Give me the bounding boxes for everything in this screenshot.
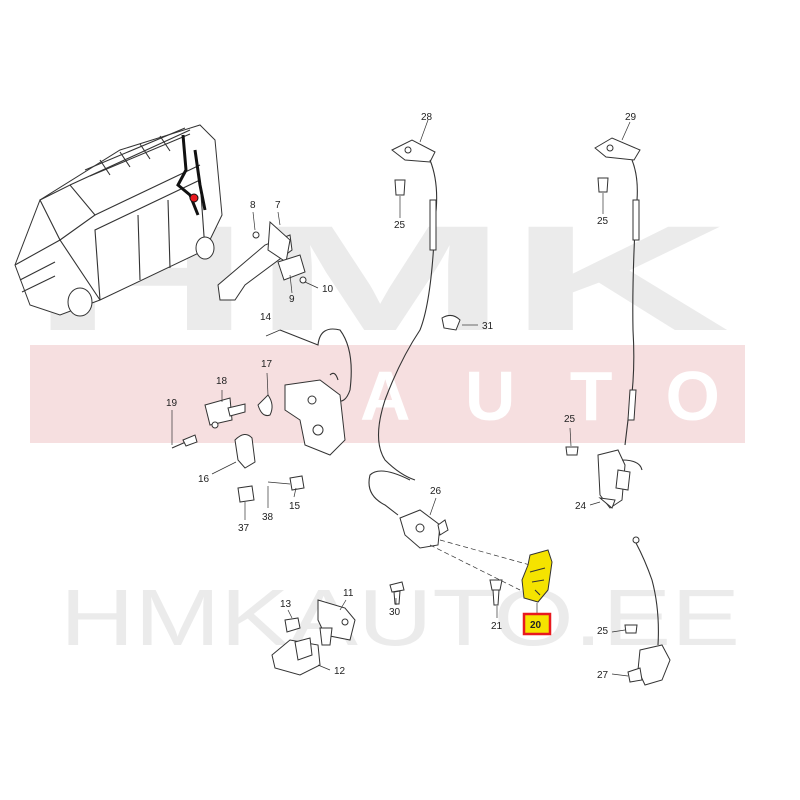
- lock-24-group: [565, 427, 643, 509]
- callout-labels: 28 29 25 25 8 7 9 10 14 31 17 18 19 16 1…: [166, 112, 637, 681]
- callout-12: 12: [334, 666, 346, 677]
- callout-25: 25: [564, 414, 576, 425]
- callout-18: 18: [216, 376, 228, 387]
- callout-7: 7: [275, 200, 281, 211]
- lock-27-group: [611, 536, 671, 686]
- hinge-group: [271, 599, 356, 676]
- callout-25: 25: [394, 220, 406, 231]
- striker-bracket-20-group: [489, 549, 553, 618]
- callout-25: 25: [597, 626, 609, 637]
- callout-17: 17: [261, 359, 273, 370]
- callout-20-highlight: 20: [522, 612, 552, 636]
- callout-14: 14: [260, 312, 272, 323]
- callout-19: 19: [166, 398, 178, 409]
- callout-15: 15: [289, 501, 301, 512]
- callout-24: 24: [575, 501, 587, 512]
- side-door-lock-group: [171, 328, 352, 520]
- rear-cable-29-group: [594, 121, 641, 446]
- callout-10: 10: [322, 284, 334, 295]
- callout-9: 9: [289, 294, 295, 305]
- rear-cable-28-group: [377, 119, 478, 481]
- callout-25: 25: [597, 216, 609, 227]
- callout-26: 26: [430, 486, 442, 497]
- callout-20-box: [522, 612, 552, 636]
- callout-29: 29: [625, 112, 637, 123]
- callout-38: 38: [262, 512, 274, 523]
- callout-16: 16: [198, 474, 210, 485]
- callout-11: 11: [343, 588, 354, 599]
- callout-28: 28: [421, 112, 433, 123]
- callout-20: 20: [530, 620, 542, 631]
- callout-37: 37: [238, 523, 250, 534]
- callout-21: 21: [491, 621, 503, 632]
- van-illustration: [14, 124, 223, 317]
- callout-31: 31: [482, 321, 494, 332]
- callout-13: 13: [280, 599, 292, 610]
- callout-8: 8: [250, 200, 256, 211]
- striker-bracket-highlight: [521, 549, 553, 603]
- exterior-handle-group: [217, 211, 319, 301]
- screw-30-group: [389, 581, 405, 605]
- callout-30: 30: [389, 607, 401, 618]
- callout-27: 27: [597, 670, 609, 681]
- lock-26-group: [368, 470, 531, 591]
